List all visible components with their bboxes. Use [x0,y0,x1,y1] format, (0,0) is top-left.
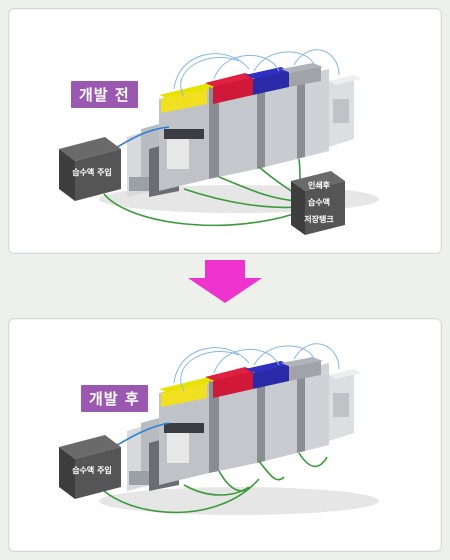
printing-press [127,63,361,197]
red-unit [205,367,265,471]
printing-press [127,357,361,491]
feed-line [113,422,170,448]
yellow-unit [159,377,219,485]
stage-label-after: 개발 후 [81,385,148,412]
blue-unit [245,67,305,167]
after-press-diagram [59,343,379,515]
red-unit [205,73,265,177]
stage-label-before: 개발 전 [71,81,138,108]
yellow-unit [159,83,219,191]
delivery-unit [329,75,361,147]
return-lines [103,452,328,514]
circulation-lines [173,49,340,98]
circulation-lines [173,343,340,392]
injection-box [59,137,121,201]
blue-unit [245,361,305,461]
injection-box [59,435,121,499]
before-press-diagram [59,49,379,235]
storage-tank-box [291,171,345,235]
gray-unit [281,357,329,451]
down-arrow-icon [188,260,262,303]
feed-line [113,126,170,150]
gray-unit [281,63,329,157]
before-panel: 개발 전 습수액 주입 인쇄후 습수액 저장탱크 [8,8,442,254]
delivery-unit [329,369,361,441]
after-panel: 개발 후 습수액 주입 [8,318,442,552]
